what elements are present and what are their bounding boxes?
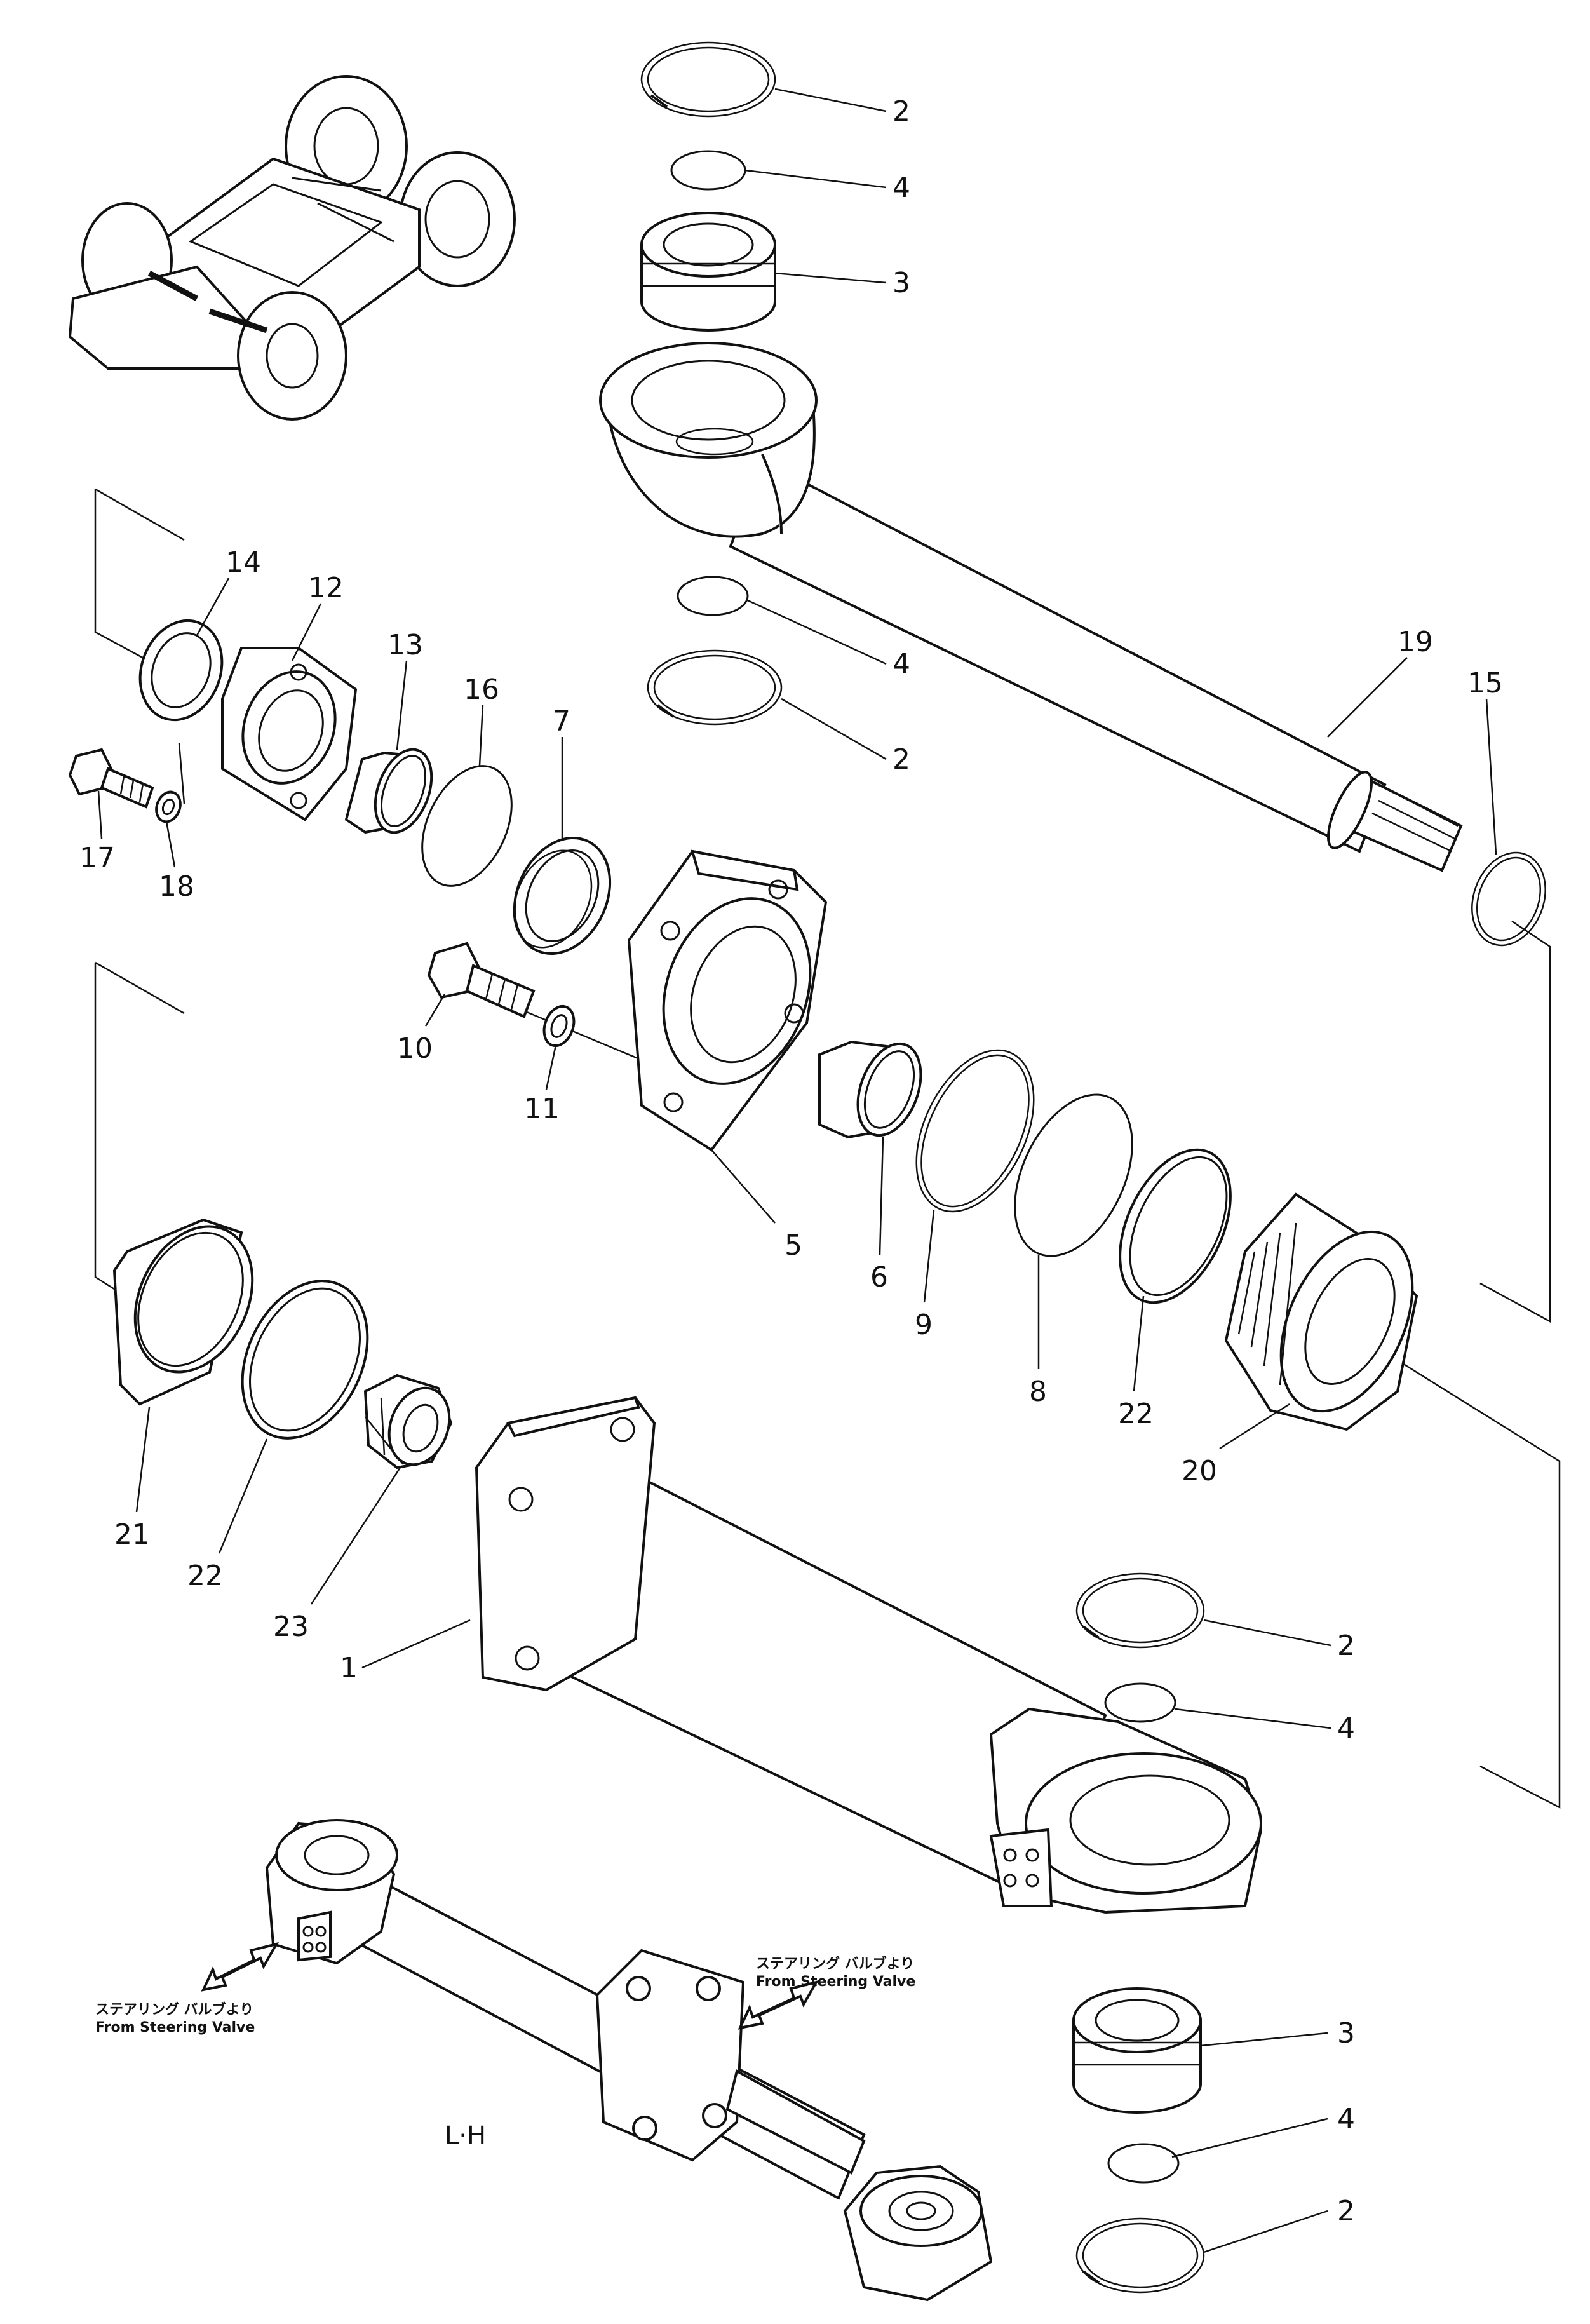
label-part-20: 20 — [1182, 1455, 1217, 1487]
label-part-2: 2 — [893, 743, 910, 776]
part-3-spherical-bushing-bottom — [1072, 1987, 1202, 2114]
flow-notes: ステアリング バルブより From Steering Valve ステアリング … — [95, 1956, 915, 2151]
label-part-1: 1 — [340, 1652, 358, 1684]
part-4-o-ring-rod — [677, 576, 749, 616]
part-21-wear-ring — [112, 1218, 254, 1406]
label-part-2: 2 — [893, 95, 910, 128]
part-2-snap-ring-rod — [647, 649, 783, 726]
part-2-snap-ring-mid — [1075, 1572, 1205, 1649]
label-part-9: 9 — [915, 1309, 933, 1341]
part-6-bushing — [818, 1040, 922, 1139]
view-label-lh: L·H — [445, 2121, 486, 2151]
label-part-7: 7 — [553, 705, 570, 738]
label-part-2: 2 — [1337, 1630, 1355, 1662]
label-part-4: 4 — [1337, 1712, 1355, 1745]
label-part-16: 16 — [464, 673, 499, 706]
part-2-snap-ring-top — [640, 41, 776, 118]
label-part-8: 8 — [1029, 1375, 1047, 1408]
part-3-spherical-bushing-top — [640, 212, 776, 332]
label-part-18: 18 — [159, 870, 194, 903]
label-part-14: 14 — [226, 546, 261, 579]
note-right-en: From Steering Valve — [756, 1974, 915, 1990]
part-4-o-ring-top — [670, 150, 746, 191]
part-9-backup-ring — [915, 1049, 1035, 1213]
label-part-23: 23 — [273, 1611, 309, 1643]
label-part-3: 3 — [1337, 2017, 1355, 2050]
label-part-4: 4 — [893, 648, 910, 680]
label-part-11: 11 — [524, 1093, 560, 1125]
part-17-bolt — [68, 748, 154, 809]
label-part-22: 22 — [187, 1560, 223, 1592]
part-13-bushing — [344, 748, 433, 834]
part-2-snap-ring-bottom — [1075, 2217, 1205, 2294]
part-18-washer — [155, 790, 182, 823]
part-22-wear-ring-left — [241, 1280, 369, 1440]
part-19-piston-rod — [599, 342, 1463, 872]
part-16-backup-ring — [421, 765, 513, 887]
leader-lines — [97, 88, 1497, 2253]
part-22-wear-ring-right — [1119, 1148, 1232, 1304]
label-part-6: 6 — [870, 1261, 888, 1294]
part-4-o-ring-mid — [1104, 1682, 1176, 1723]
label-part-19: 19 — [1398, 626, 1433, 658]
label-part-3: 3 — [893, 267, 910, 299]
label-part-10: 10 — [397, 1032, 433, 1065]
label-part-4: 4 — [893, 172, 910, 204]
label-part-21: 21 — [114, 1518, 150, 1551]
label-part-2: 2 — [1337, 2195, 1355, 2227]
label-part-13: 13 — [387, 629, 423, 661]
part-11-washer — [542, 1005, 576, 1047]
label-part-4: 4 — [1337, 2103, 1355, 2135]
label-part-5: 5 — [785, 1229, 802, 1262]
label-part-22: 22 — [1118, 1398, 1154, 1430]
leader-12-to-18 — [178, 743, 185, 804]
part-23-nut — [363, 1374, 453, 1469]
label-part-17: 17 — [79, 842, 115, 874]
part-14-dust-seal — [138, 619, 224, 722]
part-8-o-ring — [1014, 1093, 1133, 1257]
part-20-piston — [1224, 1192, 1418, 1431]
note-left-en: From Steering Valve — [95, 2020, 255, 2036]
part-number-labels: 2 4 3 4 2 19 15 14 12 13 16 7 17 18 10 1… — [79, 95, 1503, 2227]
label-part-12: 12 — [308, 572, 344, 604]
note-left-jp: ステアリング バルブより — [95, 2001, 253, 2018]
assembly-bracket-lines — [94, 488, 1561, 1809]
part-4-o-ring-bottom — [1107, 2143, 1180, 2184]
lh-assembled-cylinder-view — [201, 1819, 993, 2302]
note-right-jp: ステアリング バルブより — [756, 1956, 914, 1972]
part-12-retainer-flange — [221, 647, 358, 821]
label-part-15: 15 — [1467, 667, 1503, 699]
part-10-bolt — [427, 942, 536, 1018]
part-15-snap-ring — [1471, 851, 1546, 947]
vehicle-overview-illustration — [68, 75, 516, 421]
part-7-rod-packing — [513, 836, 612, 956]
part-1-cylinder-tube — [475, 1396, 1263, 1914]
part-5-cylinder-head — [627, 849, 828, 1152]
